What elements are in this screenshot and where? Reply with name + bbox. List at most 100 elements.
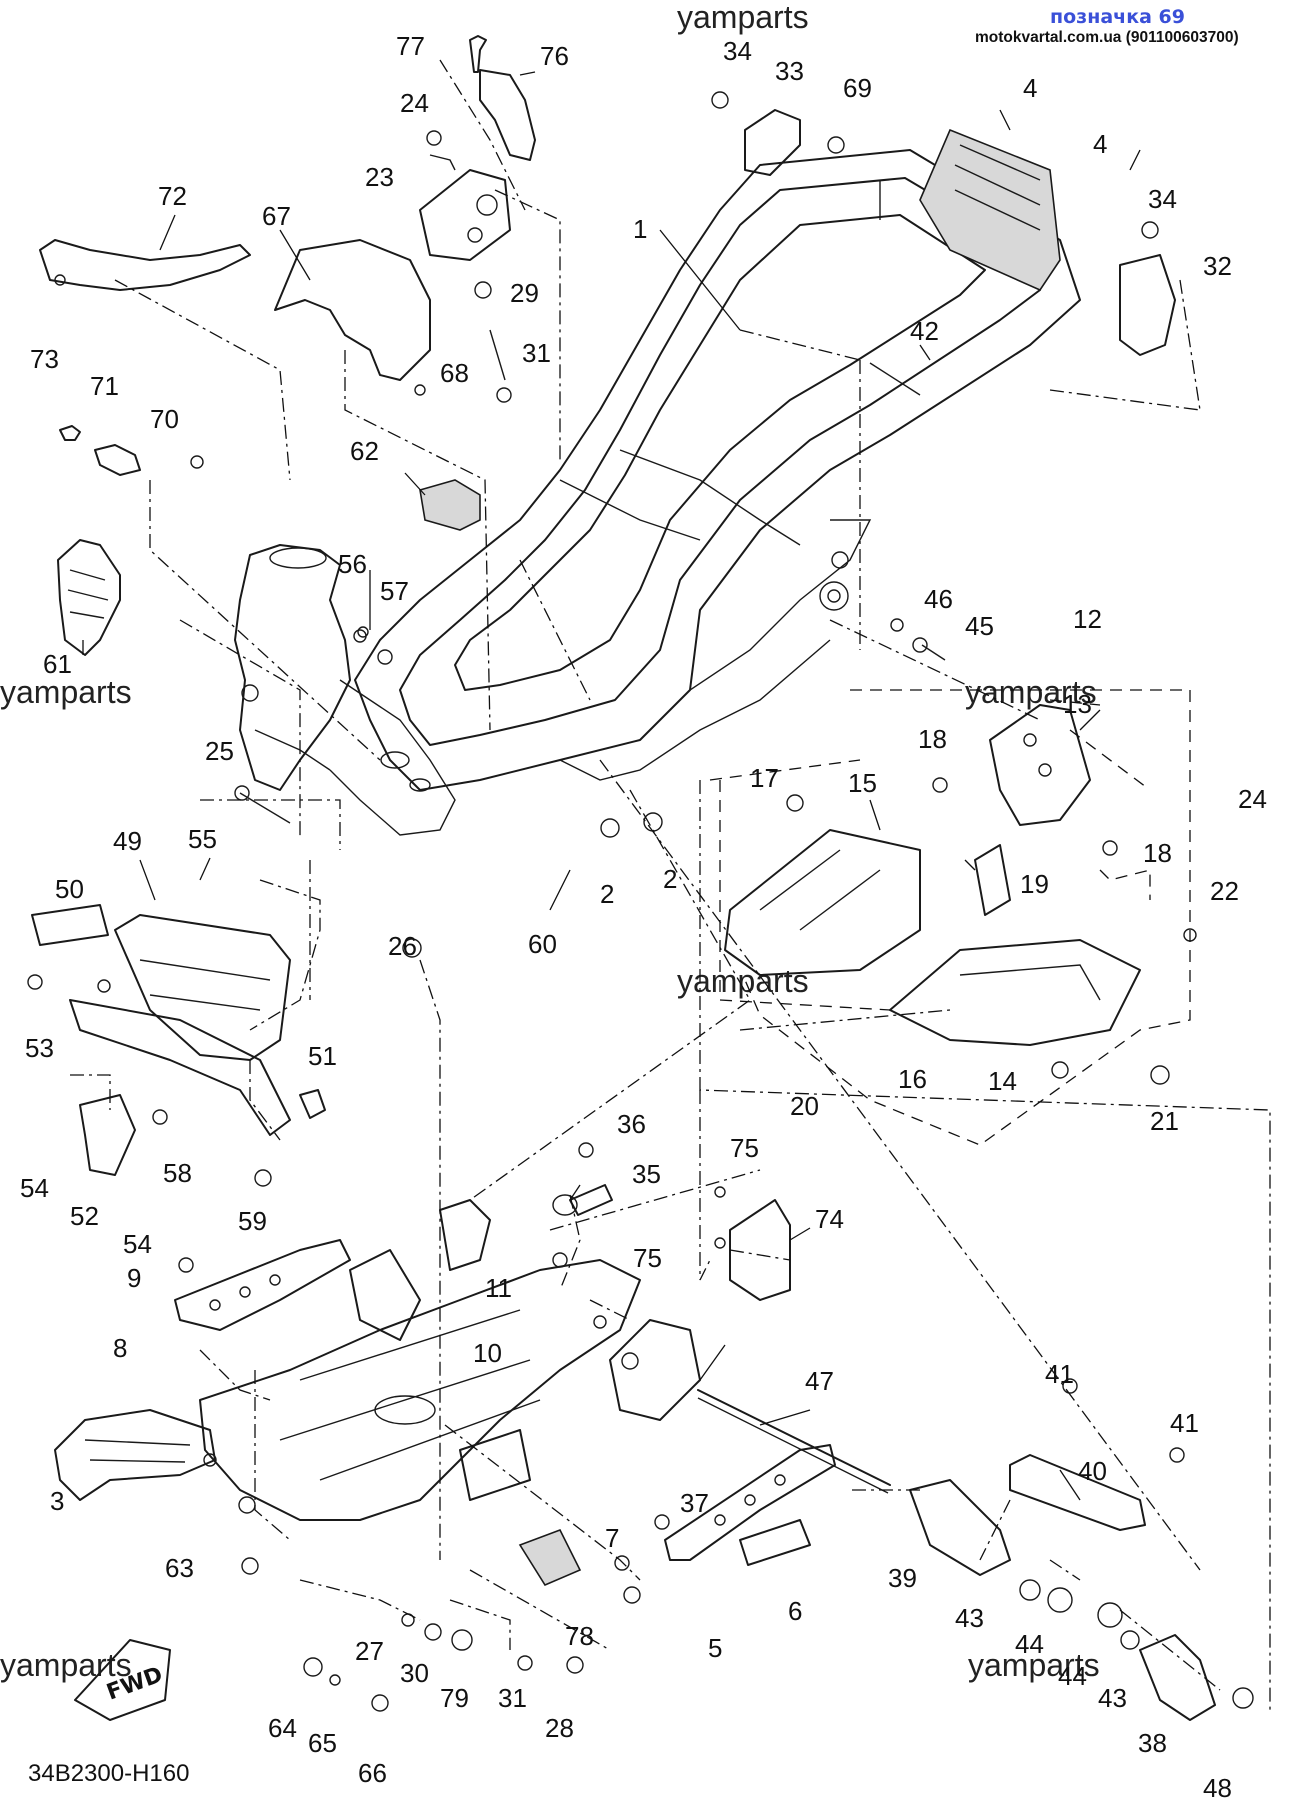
callout-32: 32 xyxy=(1203,251,1232,281)
callout-12: 12 xyxy=(1073,604,1102,634)
callout-67: 67 xyxy=(262,201,291,231)
callout-49: 49 xyxy=(113,826,142,856)
callout-44b: 44 xyxy=(1058,1661,1087,1691)
callout-45: 45 xyxy=(965,611,994,641)
callout-25: 25 xyxy=(205,736,234,766)
frame-head-pipe xyxy=(234,544,456,836)
part-5-bracket xyxy=(664,1444,836,1561)
callout-44: 44 xyxy=(1015,1629,1044,1659)
callout-58: 58 xyxy=(163,1158,192,1188)
callout-31: 31 xyxy=(522,338,551,368)
part-13-bracket xyxy=(989,704,1091,826)
callout-2b: 2 xyxy=(663,864,677,894)
callout-35: 35 xyxy=(632,1159,661,1189)
leader-lines xyxy=(70,59,1271,1710)
callout-36: 36 xyxy=(617,1109,646,1139)
callout-20: 20 xyxy=(790,1091,819,1121)
callout-50: 50 xyxy=(55,874,84,904)
callout-2: 2 xyxy=(600,879,614,909)
callout-40: 40 xyxy=(1078,1456,1107,1486)
callout-34: 34 xyxy=(723,36,752,66)
callout-30: 30 xyxy=(400,1658,429,1688)
callout-43b: 43 xyxy=(1098,1683,1127,1713)
callout-28: 28 xyxy=(545,1713,574,1743)
callout-47: 47 xyxy=(805,1366,834,1396)
callout-9: 9 xyxy=(127,1263,141,1293)
callout-37: 37 xyxy=(680,1488,709,1518)
callout-7: 7 xyxy=(605,1523,619,1553)
callout-71: 71 xyxy=(90,371,119,401)
callout-15: 15 xyxy=(848,768,877,798)
part-33-bracket xyxy=(744,109,801,176)
callout-18: 18 xyxy=(918,724,947,754)
callout-66: 66 xyxy=(358,1758,387,1788)
callout-72: 72 xyxy=(158,181,187,211)
callout-23: 23 xyxy=(365,162,394,192)
callout-17: 17 xyxy=(750,763,779,793)
part-40-arm xyxy=(1009,1454,1146,1531)
callout-68: 68 xyxy=(440,358,469,388)
part-39-bracket xyxy=(909,1479,1011,1576)
part-62-damper xyxy=(419,479,481,531)
part-49-bracket xyxy=(114,914,291,1061)
part-19-strip xyxy=(974,844,1011,916)
part-32-bracket xyxy=(1119,254,1176,356)
callout-76: 76 xyxy=(540,41,569,71)
callout-74: 74 xyxy=(815,1204,844,1234)
callout-13: 13 xyxy=(1063,689,1092,719)
part-14-cover xyxy=(889,939,1141,1046)
callout-4b: 4 xyxy=(1093,129,1107,159)
part-bar-59 xyxy=(69,999,291,1136)
callout-78: 78 xyxy=(565,1621,594,1651)
part-38-bracket xyxy=(1139,1634,1216,1721)
callout-21: 21 xyxy=(1150,1106,1179,1136)
callout-75: 75 xyxy=(730,1133,759,1163)
part-15-tray xyxy=(724,829,921,976)
callout-22: 22 xyxy=(1210,876,1239,906)
callout-43: 43 xyxy=(955,1603,984,1633)
watermark-right: yamparts xyxy=(965,674,1097,710)
callout-4: 4 xyxy=(1023,73,1037,103)
part-70-71-clip xyxy=(59,425,141,476)
callout-65: 65 xyxy=(308,1728,337,1758)
callout-41b: 41 xyxy=(1170,1408,1199,1438)
callout-53: 53 xyxy=(25,1033,54,1063)
callout-19: 19 xyxy=(1020,869,1049,899)
part-50-pad xyxy=(31,904,109,946)
lower-frame xyxy=(199,1199,701,1521)
part-35-clamp xyxy=(552,1184,613,1216)
callout-29: 29 xyxy=(510,278,539,308)
callout-61: 61 xyxy=(43,649,72,679)
callout-10: 10 xyxy=(473,1338,502,1368)
callout-3: 3 xyxy=(50,1486,64,1516)
part-6-pad xyxy=(739,1519,811,1566)
part-52-plate xyxy=(79,1094,136,1176)
callout-59: 59 xyxy=(238,1206,267,1236)
callout-38: 38 xyxy=(1138,1728,1167,1758)
callout-16: 16 xyxy=(898,1064,927,1094)
callout-5: 5 xyxy=(708,1633,722,1663)
callout-73: 73 xyxy=(30,344,59,374)
callout-11: 11 xyxy=(485,1273,512,1303)
watermark-bottom-left: yamparts xyxy=(0,1647,132,1683)
callout-leaders xyxy=(82,71,1141,1501)
callout-34b: 34 xyxy=(1148,184,1177,214)
callout-54b: 54 xyxy=(123,1229,152,1259)
callout-42: 42 xyxy=(910,316,939,346)
callout-57: 57 xyxy=(380,576,409,606)
callout-60: 60 xyxy=(528,929,557,959)
callout-54: 54 xyxy=(20,1173,49,1203)
watermark-center: yamparts xyxy=(677,963,809,999)
part-47-shaft xyxy=(697,1389,891,1494)
callout-63: 63 xyxy=(165,1553,194,1583)
callout-1: 1 xyxy=(633,214,647,244)
callout-52: 52 xyxy=(70,1201,99,1231)
diagram-code: 34B2300-H160 xyxy=(28,1760,189,1787)
header-badge: позначка 69 xyxy=(1050,6,1185,28)
callout-26: 26 xyxy=(388,931,417,961)
watermark-top: yamparts xyxy=(677,0,809,35)
part-78-pad xyxy=(518,1528,582,1587)
callout-33: 33 xyxy=(775,56,804,86)
callout-labels: 77 76 34 33 69 4 4 34 32 24 23 72 67 1 2… xyxy=(20,31,1267,1800)
part-3-footrest xyxy=(54,1409,216,1501)
